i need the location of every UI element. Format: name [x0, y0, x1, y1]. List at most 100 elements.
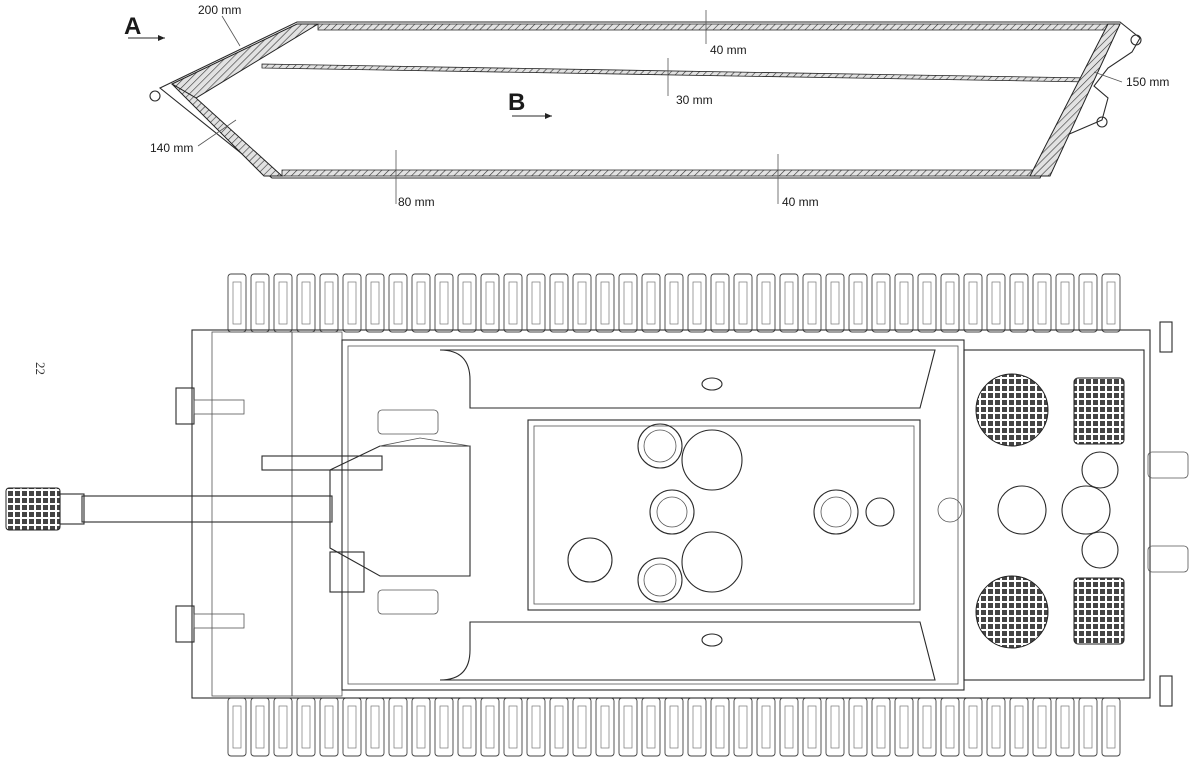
track-link-pin	[669, 705, 679, 749]
track-link	[480, 273, 500, 333]
dim-lower-glacis: 140 mm	[150, 141, 193, 155]
track-link-pin	[531, 281, 541, 325]
track-link-pin	[439, 281, 449, 325]
track-link-pin	[922, 281, 932, 325]
track-link	[273, 697, 293, 757]
track-link-pin	[600, 281, 610, 325]
track-link-pin	[1083, 281, 1093, 325]
track-link	[664, 273, 684, 333]
track-link-pin	[968, 705, 978, 749]
dim-roof: 40 mm	[710, 43, 747, 57]
lower-glacis-armor	[171, 83, 284, 177]
track-link-pin	[232, 281, 242, 325]
track-link-pin	[991, 705, 1001, 749]
track-link	[871, 697, 891, 757]
track-link-pin	[393, 705, 403, 749]
track-link	[940, 697, 960, 757]
track-link-pin	[1060, 281, 1070, 325]
track-link	[388, 273, 408, 333]
track-link-pin	[1014, 705, 1024, 749]
dim-inner-plate: 30 mm	[676, 93, 713, 107]
track-link	[687, 273, 707, 333]
track-link	[365, 273, 385, 333]
track-link-pin	[646, 281, 656, 325]
track-link-pin	[830, 281, 840, 325]
track-link-pin	[301, 281, 311, 325]
track-link	[572, 697, 592, 757]
track-link	[388, 697, 408, 757]
track-link	[273, 273, 293, 333]
dim-belly-rear: 40 mm	[782, 195, 819, 209]
track-link-pin	[784, 705, 794, 749]
track-link-pin	[370, 281, 380, 325]
track-link	[250, 273, 270, 333]
track-link-pin	[1106, 705, 1116, 749]
track-link	[940, 273, 960, 333]
track-link-pin	[945, 705, 955, 749]
track-link	[1009, 273, 1029, 333]
track-link	[1009, 697, 1029, 757]
track-link	[1078, 697, 1098, 757]
track-link-pin	[853, 705, 863, 749]
louver-bottom	[1073, 577, 1125, 645]
track-link	[503, 697, 523, 757]
track-link	[963, 697, 983, 757]
track-link-pin	[853, 281, 863, 325]
track-link-pin	[531, 705, 541, 749]
track-link	[296, 697, 316, 757]
dim-upper-glacis: 200 mm	[198, 3, 241, 17]
track-link-pin	[968, 281, 978, 325]
track-link-pin	[554, 705, 564, 749]
track-link	[848, 697, 868, 757]
track-link-pin	[462, 281, 472, 325]
track-link	[480, 697, 500, 757]
track-link-pin	[646, 705, 656, 749]
track-link-pin	[991, 281, 1001, 325]
track-link	[756, 273, 776, 333]
track-link-pin	[485, 281, 495, 325]
track-link	[733, 697, 753, 757]
track-link	[411, 273, 431, 333]
track-link-pin	[416, 705, 426, 749]
track-link	[1032, 273, 1052, 333]
track-link	[434, 697, 454, 757]
track-link-pin	[876, 705, 886, 749]
fan-grille-top	[975, 373, 1049, 447]
track-link	[342, 273, 362, 333]
track-link-pin	[301, 705, 311, 749]
track-link	[618, 273, 638, 333]
hull-cross-section: A B 200 mm 40 mm 30 mm 150 mm 140 mm 80 …	[124, 3, 1169, 209]
track-link	[434, 273, 454, 333]
track-link-pin	[462, 705, 472, 749]
track-link	[319, 697, 339, 757]
track-link-pin	[738, 705, 748, 749]
upper-glacis-armor	[170, 23, 320, 99]
track-link	[825, 697, 845, 757]
track-link	[1032, 697, 1052, 757]
roof-plate	[317, 23, 1109, 31]
track-link-pin	[1037, 281, 1047, 325]
track-link	[227, 273, 247, 333]
track-link-pin	[416, 281, 426, 325]
track-link	[1101, 273, 1121, 333]
track-link-pin	[1060, 705, 1070, 749]
track-link-pin	[324, 281, 334, 325]
track-link-pin	[439, 705, 449, 749]
track-link	[296, 273, 316, 333]
track-link-pin	[508, 705, 518, 749]
track-link	[526, 697, 546, 757]
track-link-pin	[1106, 281, 1116, 325]
track-link	[802, 697, 822, 757]
track-link-pin	[761, 705, 771, 749]
track-link	[572, 273, 592, 333]
track-link-pin	[347, 705, 357, 749]
track-link	[871, 273, 891, 333]
track-link-pin	[945, 281, 955, 325]
track-link	[802, 273, 822, 333]
track-link	[526, 273, 546, 333]
track-link-pin	[278, 705, 288, 749]
track-link	[1055, 273, 1075, 333]
dim-belly-front: 80 mm	[398, 195, 435, 209]
track-link-pin	[577, 705, 587, 749]
